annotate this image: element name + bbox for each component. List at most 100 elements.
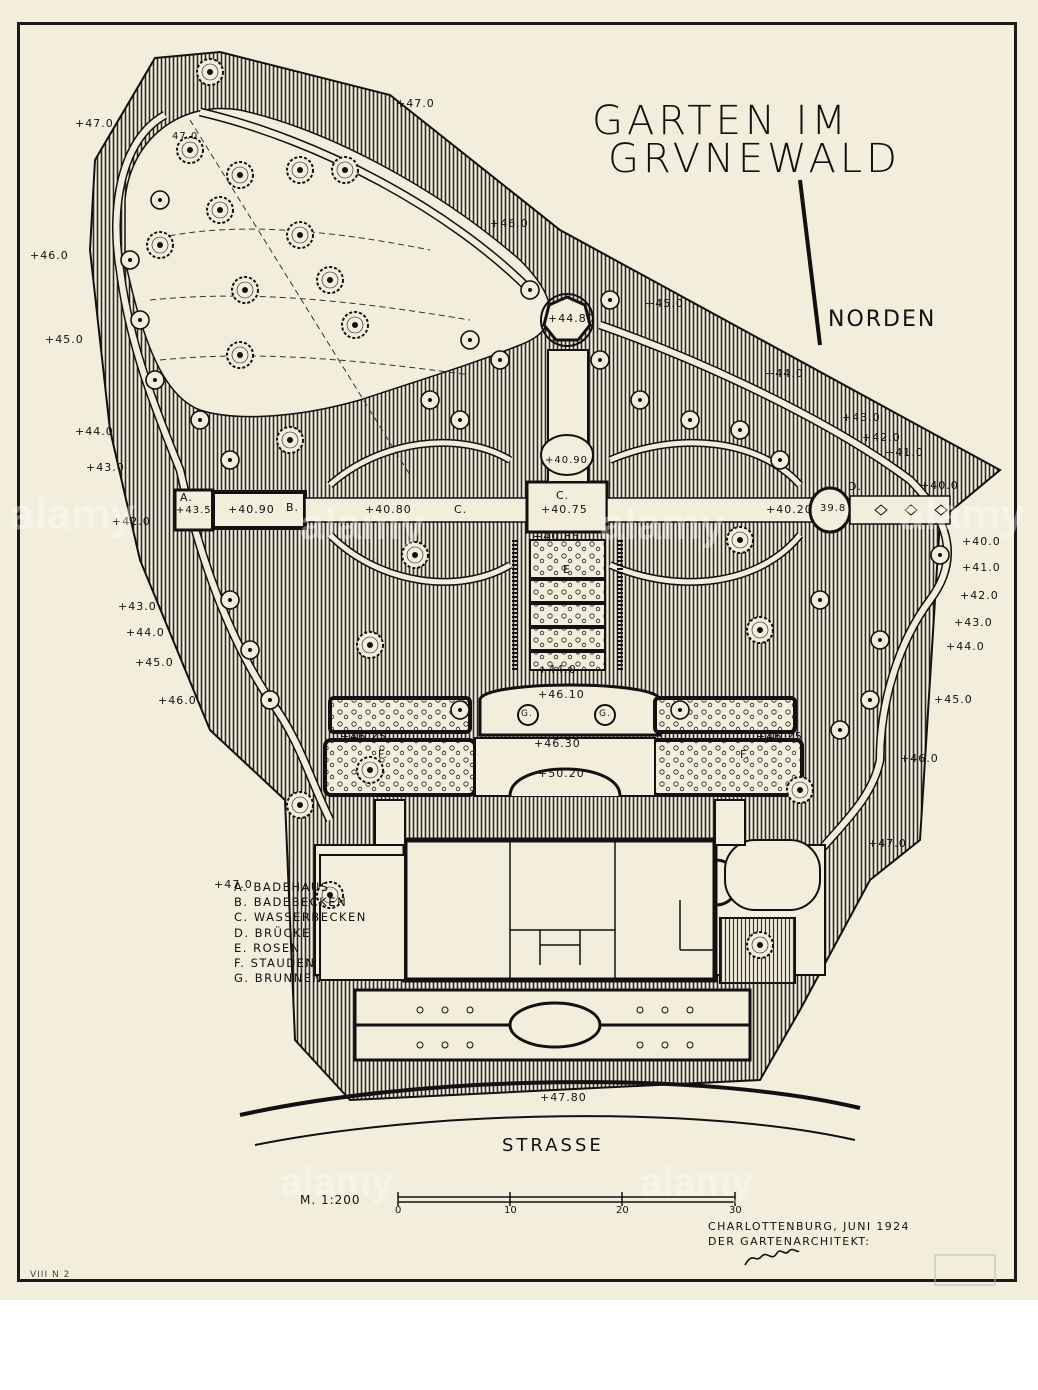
- watermark: alamy: [640, 1160, 754, 1204]
- bathhouse-a: [173, 488, 215, 532]
- entrance-oval: [508, 1001, 602, 1049]
- elevation-label: +40.85: [533, 530, 580, 543]
- elevation-label: +42.0: [862, 431, 901, 444]
- elevation-label: +40.90: [545, 455, 589, 466]
- bed-letter: D.: [848, 480, 862, 493]
- elevation-label: +46.25: [756, 730, 803, 743]
- elevation-label: +44.0: [126, 626, 165, 639]
- credit-architect: DER GARTENARCHITEKT:: [708, 1235, 871, 1248]
- legend-item-e: E. ROSEN: [234, 940, 301, 955]
- elevation-label: 47.0: [172, 131, 199, 142]
- elevation-label: +46.0: [490, 217, 529, 230]
- bed-letter: A.: [180, 491, 193, 504]
- elevation-label: +40.80: [365, 503, 412, 516]
- elevation-label: +40.0: [962, 535, 1001, 548]
- legend-item-a: A. BADEHAUS: [234, 880, 330, 894]
- elevation-label: +46.0: [900, 752, 939, 765]
- fountain-g1: [517, 704, 539, 726]
- bay-terrace: [508, 767, 622, 797]
- west-court: [319, 854, 406, 981]
- perennial-bed-east-lower: [650, 738, 804, 797]
- street-label: STRASSE: [502, 1135, 604, 1156]
- scale-tick: 0: [395, 1205, 402, 1216]
- rose-terraces: [512, 539, 623, 671]
- east-passage: [714, 799, 746, 846]
- elevation-label: +45.0: [135, 656, 174, 669]
- elevation-label: +46.0: [158, 694, 197, 707]
- sheet-number: VIII N 2: [30, 1270, 71, 1280]
- elevation-label: +46.10: [538, 688, 585, 701]
- street-line: [254, 1115, 856, 1146]
- legend-item-b: B. BADEBECKEN: [234, 895, 348, 910]
- elevation-label: +44.80: [548, 312, 595, 325]
- elevation-label: +47.0: [868, 837, 907, 850]
- elevation-label: +42.0: [960, 589, 999, 602]
- scale-tick: 20: [616, 1205, 629, 1216]
- legend-item-d: D. BRÜCKE: [234, 925, 311, 940]
- scale-label: M. 1:200: [300, 1193, 361, 1207]
- legend-item-c: C. WASSERBECKEN: [234, 910, 367, 925]
- watermark: alamy: [280, 1160, 394, 1204]
- bottom-band: [0, 1300, 1038, 1390]
- pavilion: [542, 295, 592, 342]
- elevation-label: +46.25: [340, 730, 387, 743]
- east-wing: [724, 839, 821, 911]
- elevation-label: +46.30: [534, 737, 581, 750]
- scale-tick: 10: [504, 1205, 517, 1216]
- elevation-label: +44.0: [538, 663, 577, 676]
- elevation-label: +44.0: [946, 640, 985, 653]
- bridge-walk: [849, 495, 951, 525]
- watermark: alamy: [600, 500, 725, 549]
- elevation-label: +40.75: [541, 503, 588, 516]
- garden-plan: [88, 50, 1002, 1286]
- perennial-bed-west-upper: [328, 696, 472, 734]
- elevation-label: +47.0: [214, 878, 253, 891]
- watermark: alamy: [10, 490, 135, 539]
- bed-letter: C.: [556, 489, 570, 502]
- west-passage: [374, 799, 406, 846]
- architect-signature: [744, 1248, 800, 1266]
- elevation-label: +43.0: [86, 461, 125, 474]
- elevation-label: +40.20: [766, 503, 813, 516]
- elevation-label: +45.0: [645, 297, 684, 310]
- central-terrace-c: [525, 480, 609, 534]
- elevation-label: 39.8: [820, 503, 847, 514]
- credit-place-date: CHARLOTTENBURG, JUNI 1924: [708, 1220, 910, 1233]
- elevation-label: +43.0: [842, 411, 881, 424]
- elevation-label: +44.0: [75, 425, 114, 438]
- elevation-label: +40.0: [920, 479, 959, 492]
- fountain-g2: [594, 704, 616, 726]
- elevation-label: +43.5: [176, 505, 212, 516]
- street-curve: [239, 1080, 861, 1117]
- bed-letter: G.: [599, 709, 611, 719]
- legend: A. BADEHAUS B. BADEBECKEN C. WASSERBECKE…: [234, 880, 367, 986]
- elevation-label: +43.0: [954, 616, 993, 629]
- water-basin-c-east: [606, 497, 818, 523]
- elevation-label: +45.0: [934, 693, 973, 706]
- plan-sheet: GARTEN IM GRVNEWALD NORDEN A. BADEHAUS B…: [0, 0, 1038, 1300]
- bed-letter: G.: [521, 709, 533, 719]
- elevation-label: +42.0: [112, 515, 151, 528]
- bed-letter: B.: [286, 501, 300, 514]
- elevation-label: +41.0: [885, 446, 924, 459]
- upper-meadow: [124, 107, 551, 418]
- elevation-label: +40.90: [228, 503, 275, 516]
- elevation-label: +43.0: [118, 600, 157, 613]
- elevation-label: +46.0: [30, 249, 69, 262]
- bed-letter: C.: [454, 503, 468, 516]
- elevation-label: +44.0: [765, 367, 804, 380]
- legend-item-f: F. STAUDEN: [234, 956, 316, 971]
- bed-letter: F.: [740, 748, 751, 761]
- perennial-bed-west-lower: [323, 738, 477, 797]
- elevation-label: +47.0: [396, 97, 435, 110]
- house: [402, 837, 718, 983]
- stamp: [934, 1254, 996, 1286]
- elevation-label: +41.0: [962, 561, 1001, 574]
- legend-item-g: G. BRUNNEN: [234, 971, 323, 986]
- north-label: NORDEN: [828, 307, 937, 332]
- watermark: alamy: [300, 500, 425, 549]
- elevation-label: +47.0: [75, 117, 114, 130]
- elevation-label: +47.80: [540, 1091, 587, 1104]
- scale-tick: 30: [729, 1205, 742, 1216]
- title-line-1: GARTEN IM: [592, 98, 850, 144]
